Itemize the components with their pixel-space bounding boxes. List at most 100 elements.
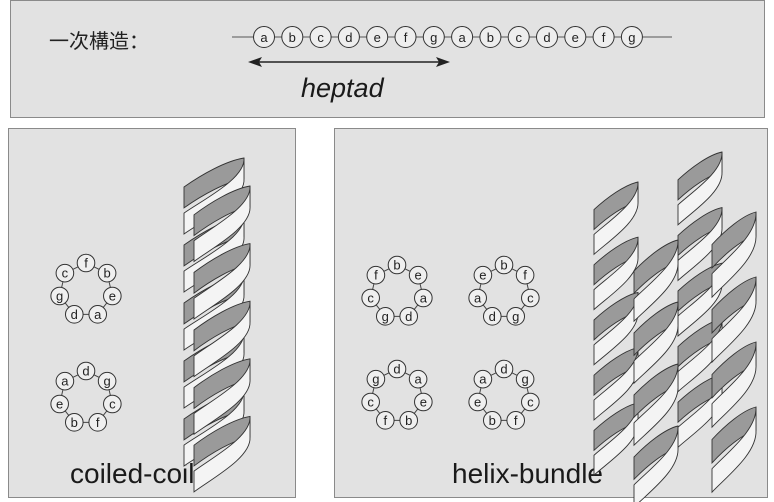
svg-text:d: d — [543, 30, 550, 45]
wheel-residue: e — [474, 266, 492, 284]
svg-text:g: g — [382, 309, 389, 324]
svg-text:f: f — [523, 268, 527, 283]
svg-text:a: a — [458, 30, 466, 45]
wheel-residue: a — [469, 289, 487, 307]
wheel-residue: d — [388, 360, 406, 378]
wheel-residue: c — [104, 395, 122, 413]
svg-text:f: f — [404, 30, 408, 45]
wheel-residue: c — [56, 264, 74, 282]
sequence-residue: g — [423, 27, 444, 48]
wheel-residue: g — [507, 308, 525, 326]
svg-text:d: d — [82, 364, 89, 379]
svg-text:d: d — [500, 362, 507, 377]
sequence-residue: f — [593, 27, 614, 48]
wheel-residue: f — [77, 254, 95, 272]
sequence-residue: c — [310, 27, 331, 48]
wheel-residue: a — [89, 306, 107, 324]
sequence-residue: a — [254, 27, 275, 48]
wheel-residue: a — [415, 289, 433, 307]
sequence-residue: c — [508, 27, 529, 48]
svg-text:b: b — [393, 258, 400, 273]
svg-text:c: c — [527, 291, 534, 306]
svg-text:f: f — [383, 413, 387, 428]
svg-text:g: g — [512, 309, 519, 324]
wheel-residue: d — [77, 362, 95, 380]
wheel-residue: e — [104, 287, 122, 305]
sequence-residue: e — [367, 27, 388, 48]
svg-text:d: d — [393, 362, 400, 377]
wheel-residue: a — [474, 370, 492, 388]
wheel-residue: c — [362, 393, 380, 411]
svg-text:b: b — [289, 30, 296, 45]
wheel-residue: f — [367, 266, 385, 284]
helical-wheel: dgcfbea — [51, 362, 121, 431]
wheel-residue: d — [495, 360, 513, 378]
svg-text:d: d — [489, 309, 496, 324]
wheel-residue: e — [51, 395, 69, 413]
sequence-residue: b — [480, 27, 501, 48]
wheel-residue: a — [56, 372, 74, 390]
svg-text:b: b — [405, 413, 412, 428]
svg-text:d: d — [345, 30, 352, 45]
wheel-residue: d — [400, 308, 418, 326]
svg-text:e: e — [474, 395, 481, 410]
svg-text:c: c — [62, 266, 69, 281]
sequence-residue: e — [565, 27, 586, 48]
svg-text:b: b — [489, 413, 496, 428]
svg-text:e: e — [56, 397, 63, 412]
wheel-residue: f — [376, 412, 394, 430]
wheel-residue: g — [51, 287, 69, 305]
wheel-residue: c — [362, 289, 380, 307]
wheel-residue: b — [98, 264, 116, 282]
svg-text:a: a — [260, 30, 268, 45]
svg-text:c: c — [515, 30, 522, 45]
svg-text:c: c — [367, 291, 374, 306]
bundle-helix — [594, 182, 638, 475]
sequence-residue: f — [395, 27, 416, 48]
svg-text:a: a — [474, 291, 482, 306]
wheel-residue: f — [89, 414, 107, 432]
svg-text:e: e — [420, 395, 427, 410]
svg-text:a: a — [420, 291, 428, 306]
svg-text:c: c — [527, 395, 534, 410]
svg-text:e: e — [414, 268, 421, 283]
svg-text:c: c — [317, 30, 324, 45]
wheel-residue: f — [516, 266, 534, 284]
svg-text:e: e — [109, 289, 116, 304]
wheel-residue: d — [483, 308, 501, 326]
svg-text:d: d — [71, 307, 78, 322]
wheel-residue: b — [495, 256, 513, 274]
wheel-residue: g — [516, 370, 534, 388]
wheel-residue: g — [376, 308, 394, 326]
svg-text:g: g — [628, 30, 635, 45]
svg-text:a: a — [61, 374, 69, 389]
wheel-residue: c — [522, 393, 540, 411]
wheel-residue: a — [409, 370, 427, 388]
bundle-helix — [712, 212, 756, 492]
wheel-residue: f — [507, 412, 525, 430]
svg-text:b: b — [103, 266, 110, 281]
wheel-residue: b — [65, 414, 83, 432]
wheel-residue: d — [65, 306, 83, 324]
wheel-residue: e — [469, 393, 487, 411]
sequence-residue: d — [338, 27, 359, 48]
svg-text:b: b — [487, 30, 494, 45]
sequence-residue: d — [537, 27, 558, 48]
svg-text:a: a — [414, 372, 422, 387]
sequence-residue: b — [282, 27, 303, 48]
wheel-residue: b — [400, 412, 418, 430]
svg-text:e: e — [479, 268, 486, 283]
wheel-residue: g — [367, 370, 385, 388]
svg-text:f: f — [84, 256, 88, 271]
svg-text:c: c — [109, 397, 116, 412]
wheel-residue: e — [409, 266, 427, 284]
svg-text:e: e — [572, 30, 579, 45]
heptad-span-arrow — [248, 57, 450, 67]
wheel-residue: g — [98, 372, 116, 390]
svg-text:a: a — [479, 372, 487, 387]
helical-wheel: dgcfbea — [469, 360, 539, 429]
